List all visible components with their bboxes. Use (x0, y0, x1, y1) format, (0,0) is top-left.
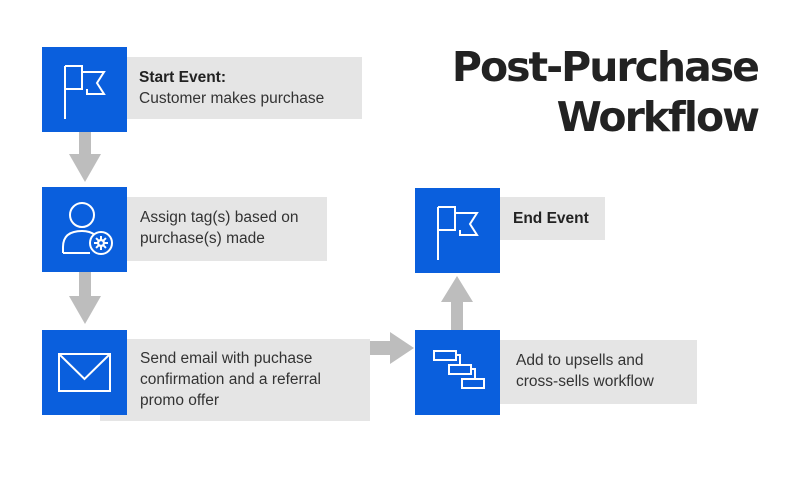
end-event-label: End Event (499, 197, 605, 240)
arrow-assign-to-email (69, 272, 101, 324)
assign-tags-node[interactable] (42, 187, 127, 272)
assign-tags-line-2: purchase(s) made (140, 230, 265, 247)
upsell-line-1: Add to upsells and (516, 352, 644, 369)
start-event-node[interactable] (42, 47, 127, 132)
end-event-heading: End Event (513, 210, 589, 227)
title-line-2: Workflow (556, 93, 760, 141)
start-event-label: Start Event: Customer makes purchase (126, 57, 362, 119)
workflow-icon (433, 350, 485, 389)
flag-icon (64, 65, 106, 119)
send-email-line-2: confirmation and a referral (140, 371, 321, 388)
start-event-heading: Start Event: (139, 69, 226, 86)
end-event-node[interactable] (415, 188, 500, 273)
send-email-node[interactable] (42, 330, 127, 415)
assign-tags-line-1: Assign tag(s) based on (140, 209, 299, 226)
upsell-label: Add to upsells and cross-sells workflow (499, 340, 697, 404)
envelope-icon (58, 353, 111, 392)
diagram-title: Post-Purchase Workflow (451, 42, 760, 142)
start-event-text: Customer makes purchase (139, 90, 325, 107)
arrow-upsell-to-end (441, 276, 473, 330)
send-email-label: Send email with puchase confirmation and… (100, 339, 370, 421)
send-email-line-1: Send email with puchase (140, 350, 313, 367)
title-line-1: Post-Purchase (451, 43, 760, 91)
user-gear-icon (62, 202, 113, 255)
arrow-email-to-upsell (370, 332, 414, 364)
upsell-line-2: cross-sells workflow (516, 373, 654, 390)
send-email-line-3: promo offer (140, 392, 219, 409)
flag-icon (437, 206, 479, 260)
assign-tags-label: Assign tag(s) based on purchase(s) made (126, 197, 327, 261)
upsell-node[interactable] (415, 330, 500, 415)
arrow-start-to-assign (69, 132, 101, 182)
